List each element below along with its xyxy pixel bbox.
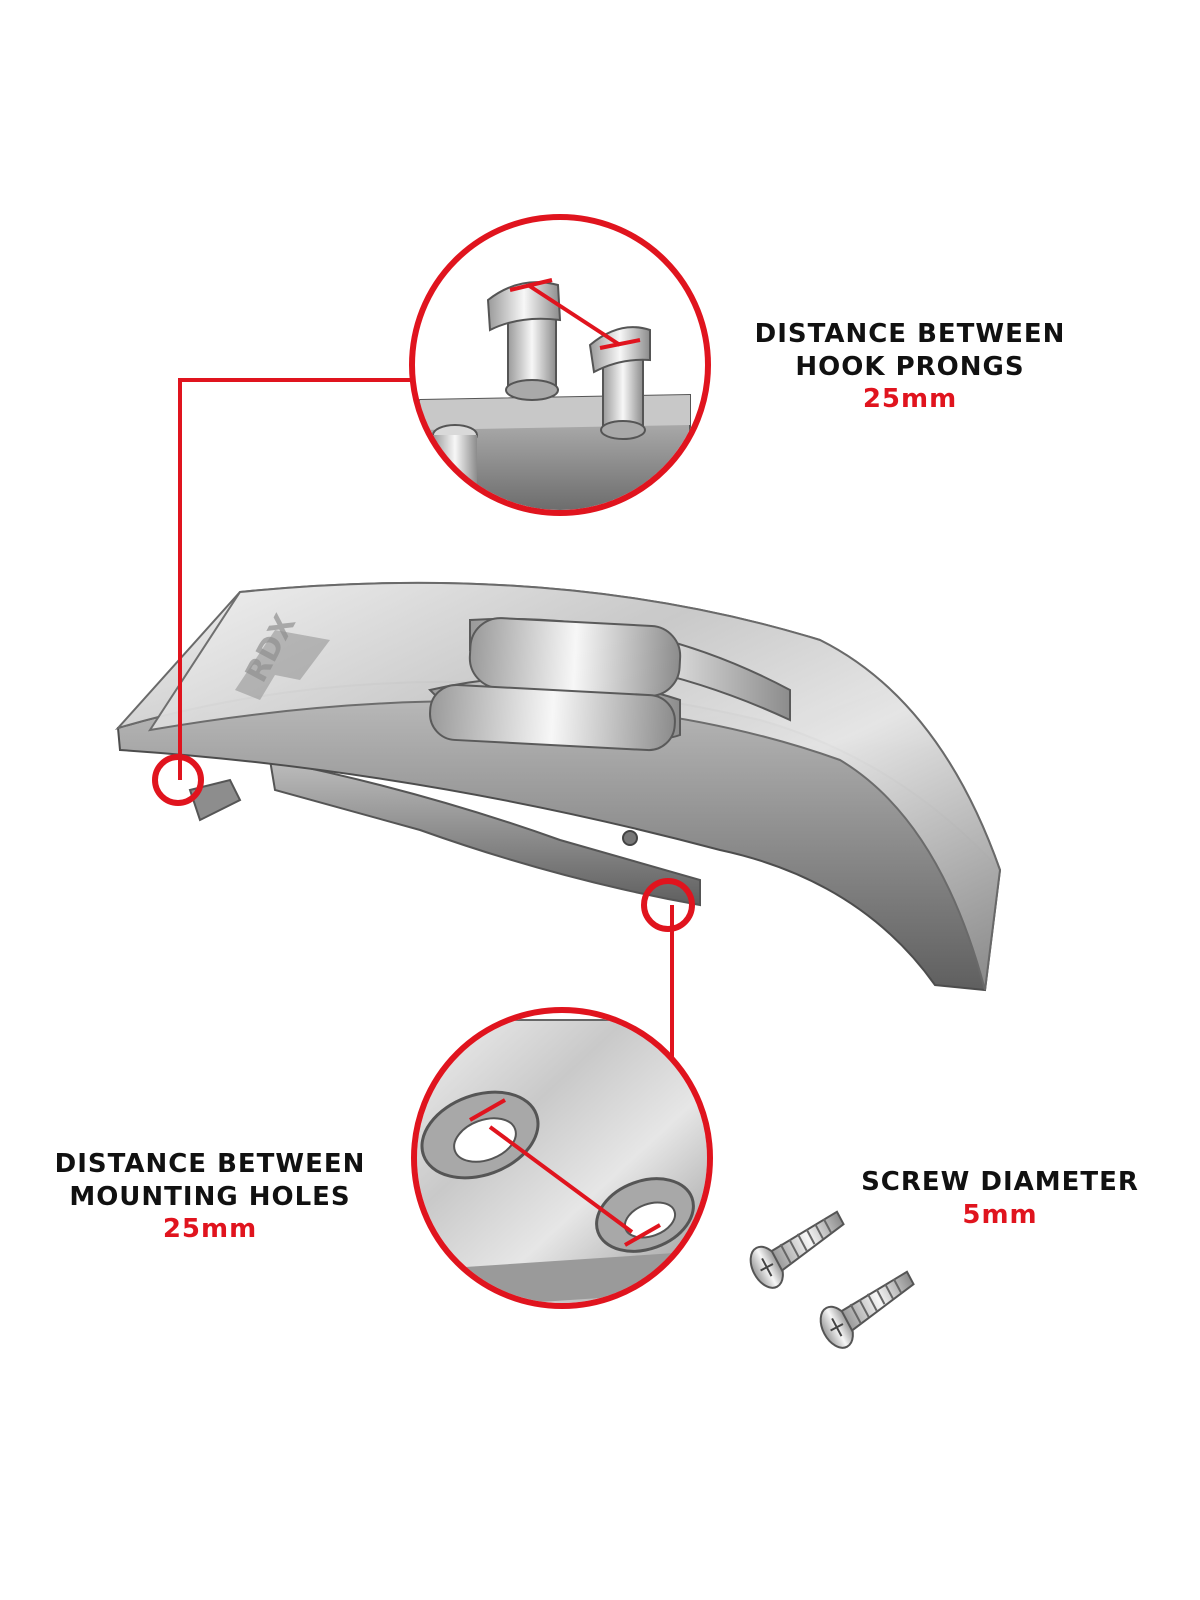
callout-hook-prongs: DISTANCE BETWEEN HOOK PRONGS 25mm (740, 318, 1080, 416)
callout-value: 25mm (862, 384, 958, 414)
prong-measure-line (509, 278, 641, 350)
zoom-mounting-holes (411, 1007, 713, 1309)
callout-title: DISTANCE BETWEEN (54, 1149, 366, 1179)
anchor-holes (641, 878, 695, 932)
callout-title: DISTANCE BETWEEN (754, 319, 1066, 349)
screws (749, 1210, 915, 1349)
screw-2 (819, 1270, 915, 1349)
callout-value: 5mm (962, 1199, 1038, 1230)
callout-screw-diameter: SCREW DIAMETER 5mm (850, 1166, 1150, 1231)
holes-measure-line (469, 1098, 661, 1247)
connector-prongs (178, 378, 410, 780)
callout-value: 25mm (162, 1214, 258, 1244)
screw-1 (749, 1210, 845, 1289)
callout-title: HOOK PRONGS (795, 351, 1025, 382)
callout-title: MOUNTING HOLES (69, 1181, 351, 1212)
anchor-prongs (152, 754, 204, 806)
callout-title: SCREW DIAMETER (861, 1167, 1139, 1197)
lever-buckle: RDX (114, 581, 1002, 992)
callout-mounting-holes: DISTANCE BETWEEN MOUNTING HOLES 25mm (40, 1148, 380, 1246)
zoom-hook-prongs (409, 214, 711, 516)
